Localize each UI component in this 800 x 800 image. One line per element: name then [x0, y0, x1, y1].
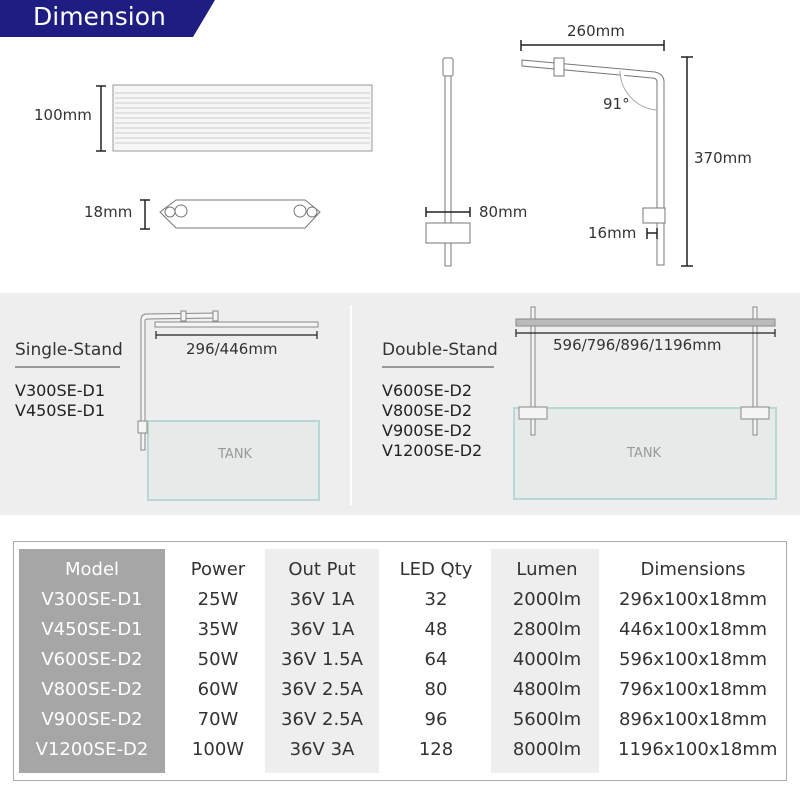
single-stand-length: 296/446mm	[186, 340, 278, 358]
cell-dimensions: 596x100x18mm	[619, 649, 767, 670]
model-item: V900SE-D2	[382, 421, 473, 440]
model-item: V800SE-D2	[382, 401, 473, 420]
double-tank-label: TANK	[627, 446, 662, 461]
title-banner	[0, 0, 215, 37]
model-item: V450SE-D1	[15, 401, 106, 420]
cell-lumen: 8000lm	[512, 739, 582, 760]
stand-height-label: 370mm	[694, 149, 752, 167]
cell-power: 35W	[197, 619, 239, 640]
cell-power: 50W	[197, 649, 239, 670]
cell-lumen: 5600lm	[512, 709, 582, 730]
cell-led-qty: 80	[424, 679, 448, 700]
cell-output: 36V 1A	[289, 619, 355, 640]
cell-power: 70W	[197, 709, 239, 730]
base-width-label: 80mm	[479, 203, 528, 221]
model-column-bg	[19, 549, 165, 773]
light-top-view	[112, 84, 373, 152]
double-stand-title: Double-Stand	[382, 340, 498, 360]
header-dimensions: Dimensions	[640, 559, 746, 580]
cell-led-qty: 32	[424, 589, 448, 610]
light-height-label: 100mm	[34, 106, 92, 124]
stand-front-view	[521, 57, 666, 266]
cell-led-qty: 48	[424, 619, 448, 640]
single-stand-underline	[15, 366, 120, 368]
cell-output: 36V 2.5A	[281, 709, 363, 730]
cell-output: 36V 2.5A	[281, 679, 363, 700]
dim-260mm	[520, 40, 665, 51]
cell-model: V1200SE-D2	[35, 739, 149, 760]
dim-370mm	[681, 56, 693, 267]
cell-led-qty: 96	[424, 709, 448, 730]
header-power: Power	[190, 559, 246, 580]
spec-table	[13, 541, 787, 781]
single-tank-label: TANK	[218, 447, 253, 462]
model-item: V300SE-D1	[15, 381, 106, 400]
cell-dimensions: 796x100x18mm	[619, 679, 767, 700]
lumen-column-bg	[491, 549, 599, 773]
header-output: Out Put	[288, 559, 356, 580]
cell-led-qty: 128	[418, 739, 454, 760]
cell-model: V450SE-D1	[41, 619, 143, 640]
cell-lumen: 2000lm	[512, 589, 582, 610]
arm-length-label: 260mm	[567, 22, 625, 40]
single-stand-diagram	[137, 310, 320, 501]
cell-dimensions: 296x100x18mm	[619, 589, 767, 610]
dim-80mm	[425, 207, 471, 217]
cell-dimensions: 896x100x18mm	[619, 709, 767, 730]
double-stand-underline	[382, 366, 494, 368]
double-stand-length: 596/796/896/1196mm	[553, 336, 722, 354]
cell-power: 25W	[197, 589, 239, 610]
cell-dimensions: 1196x100x18mm	[618, 739, 778, 760]
cell-lumen: 4800lm	[512, 679, 582, 700]
output-column-bg	[265, 549, 379, 773]
model-item: V600SE-D2	[382, 381, 473, 400]
cell-power: 100W	[191, 739, 245, 760]
single-stand-title: Single-Stand	[15, 340, 123, 360]
light-end-view	[159, 199, 321, 229]
dim-16mm	[646, 228, 658, 239]
divider	[350, 305, 352, 505]
dim-18mm	[140, 199, 150, 230]
angle-label: 91°	[603, 95, 630, 113]
cell-output: 36V 3A	[289, 739, 355, 760]
page-title: Dimension	[33, 2, 166, 31]
cell-led-qty: 64	[424, 649, 448, 670]
header-led-qty: LED Qty	[399, 559, 473, 580]
header-model: Model	[64, 559, 120, 580]
single-stand-models: V300SE-D1 V450SE-D1	[15, 381, 105, 421]
clamp-width-label: 16mm	[588, 224, 637, 242]
cell-model: V300SE-D1	[41, 589, 143, 610]
cell-output: 36V 1A	[289, 589, 355, 610]
cell-model: V600SE-D2	[41, 649, 143, 670]
cell-dimensions: 446x100x18mm	[619, 619, 767, 640]
double-stand-diagram	[513, 306, 777, 500]
cell-model: V900SE-D2	[41, 709, 143, 730]
header-lumen: Lumen	[516, 559, 578, 580]
light-thickness-label: 18mm	[84, 203, 133, 221]
double-stand-models: V600SE-D2 V800SE-D2 V900SE-D2 V1200SE-D2	[382, 381, 482, 461]
cell-output: 36V 1.5A	[281, 649, 363, 670]
model-item: V1200SE-D2	[382, 441, 483, 460]
top-diagrams	[96, 40, 693, 267]
cell-model: V800SE-D2	[41, 679, 143, 700]
cell-lumen: 2800lm	[512, 619, 582, 640]
cell-lumen: 4000lm	[512, 649, 582, 670]
stand-diagrams	[137, 306, 777, 501]
cell-power: 60W	[197, 679, 239, 700]
stand-side-view	[425, 57, 471, 267]
dim-100mm	[96, 85, 106, 152]
